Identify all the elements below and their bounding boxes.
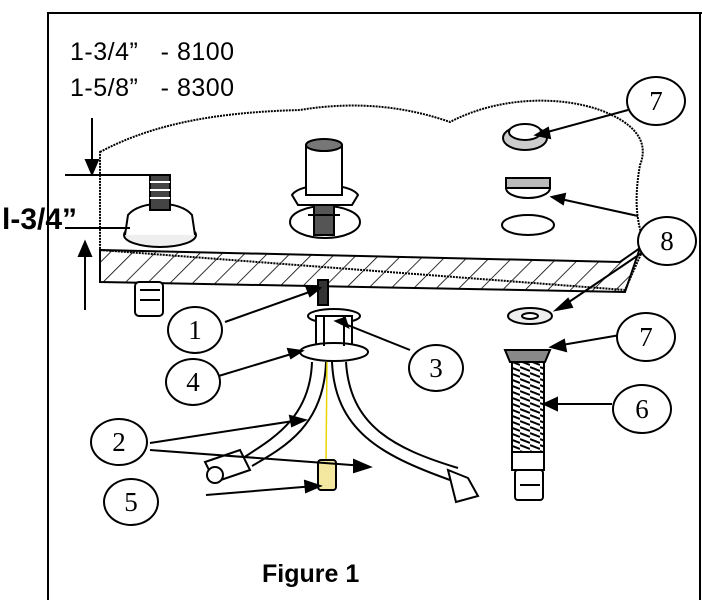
spec-line-8100: 1-3/4” - 8100 bbox=[70, 38, 235, 67]
figure-caption: Figure 1 bbox=[262, 560, 360, 588]
spec-model: 8100 bbox=[176, 38, 235, 66]
leader-arrows bbox=[149, 109, 647, 496]
spec-size: 1-3/4” bbox=[70, 38, 139, 66]
callout-6: 6 bbox=[612, 384, 672, 434]
spec-model: 8300 bbox=[176, 74, 235, 102]
callout-2: 2 bbox=[90, 418, 148, 466]
frame-border-left bbox=[47, 12, 49, 600]
callout-4: 4 bbox=[165, 358, 221, 406]
callout-8: 8 bbox=[637, 216, 697, 266]
spec-line-8300: 1-5/8” - 8300 bbox=[70, 74, 235, 103]
callout-5: 5 bbox=[103, 478, 159, 526]
frame-border-right bbox=[699, 12, 701, 600]
dimension-label: l-3/4” bbox=[2, 203, 78, 236]
callout-7-lower: 7 bbox=[616, 312, 676, 362]
flex-supply-line bbox=[503, 349, 552, 501]
supply-hoses bbox=[239, 361, 459, 481]
callout-3: 3 bbox=[408, 344, 464, 392]
countertop-outline bbox=[99, 99, 647, 292]
spec-size: 1-5/8” bbox=[70, 74, 139, 102]
left-valve bbox=[123, 174, 197, 317]
callout-7-upper: 7 bbox=[626, 76, 686, 126]
frame-border-top bbox=[47, 12, 702, 14]
countertop-section bbox=[99, 245, 642, 294]
callout-1: 1 bbox=[167, 306, 223, 354]
spec-separator: - bbox=[160, 38, 170, 66]
dimension-markers bbox=[65, 118, 150, 310]
right-side-parts bbox=[501, 123, 555, 325]
spec-separator: - bbox=[160, 74, 170, 102]
center-spout bbox=[289, 138, 361, 239]
hose-fittings bbox=[203, 448, 480, 504]
